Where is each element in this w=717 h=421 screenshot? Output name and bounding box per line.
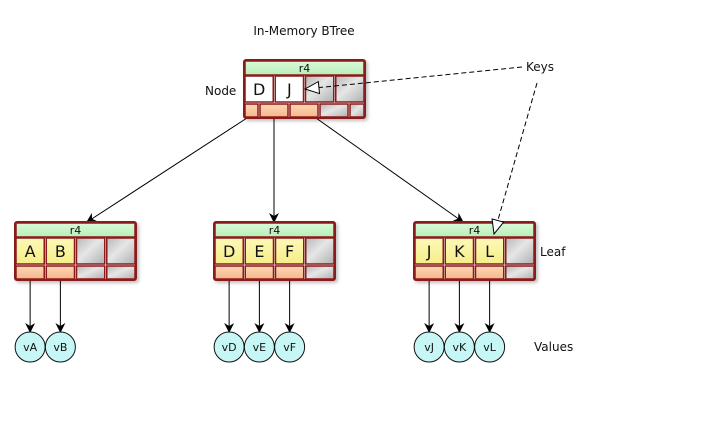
node-header [244,60,365,76]
value-label: vL [483,341,497,354]
key-label: F [285,242,294,261]
key-label: E [254,242,264,261]
pointer-cell [244,265,275,280]
pointer-cell [244,103,259,118]
pointer-cell [444,265,475,280]
key-cell [444,237,475,265]
empty-key-cell [106,237,136,265]
node-header-label: r4 [70,224,82,237]
key-cell [414,237,444,265]
empty-pointer-cell [305,265,335,280]
keys-label: Keys [526,60,554,74]
empty-key-cell [335,75,365,103]
empty-key-cell [304,75,335,103]
key-cell [274,237,305,265]
value-label: vE [253,341,267,354]
key-label: L [485,242,494,261]
values-label: Values [534,340,573,354]
key-cell [274,75,305,103]
node-header-label: r4 [469,224,481,237]
pointer-cell [45,265,76,280]
value-label: vB [53,341,67,354]
key-cell [15,237,45,265]
key-label: K [454,242,465,261]
key-cell [474,237,505,265]
pointer-cell [259,103,289,118]
keys-callout-root [305,66,523,89]
value-node [274,331,306,363]
child-edge-3 [315,117,464,223]
key-label: A [25,242,36,261]
key-cell [244,237,275,265]
key-label: B [55,242,66,261]
leaf-node-3: r4J K L [413,221,536,281]
empty-key-cell [505,237,535,265]
value-node [44,331,76,363]
leaf-label: Leaf [540,245,566,259]
key-label: J [286,80,292,99]
edges-layer [25,117,495,333]
key-cell [244,75,274,103]
value-label: vF [283,341,296,354]
node-header [214,222,335,238]
value-node [474,331,506,363]
key-label: D [223,242,235,261]
node-header [15,222,136,238]
value-label: vJ [424,341,434,354]
node-header-label: r4 [299,62,311,75]
pointer-cell [214,265,244,280]
empty-pointer-cell [75,265,106,280]
value-label: vD [222,341,237,354]
pointer-cell [474,265,505,280]
annotations-layer [305,66,538,234]
empty-pointer-cell [106,265,136,280]
pointer-cell [414,265,444,280]
empty-pointer-cell [349,103,365,118]
diagram-title: In-Memory BTree [253,24,354,38]
node-label: Node [205,84,236,98]
child-edge-1 [86,117,248,223]
key-label: D [253,80,265,99]
value-label: vK [453,341,468,354]
value-label: vA [23,341,38,354]
key-cell [45,237,76,265]
pointer-cell [289,103,319,118]
node-header-label: r4 [269,224,281,237]
empty-key-cell [305,237,335,265]
pointer-cell [15,265,45,280]
empty-pointer-cell [505,265,535,280]
keys-callout-leaf [494,82,538,234]
root-node: r4D J [243,59,366,119]
key-label: J [426,242,432,261]
empty-key-cell [75,237,106,265]
pointer-cell [274,265,305,280]
key-cell [214,237,244,265]
empty-pointer-cell [319,103,349,118]
